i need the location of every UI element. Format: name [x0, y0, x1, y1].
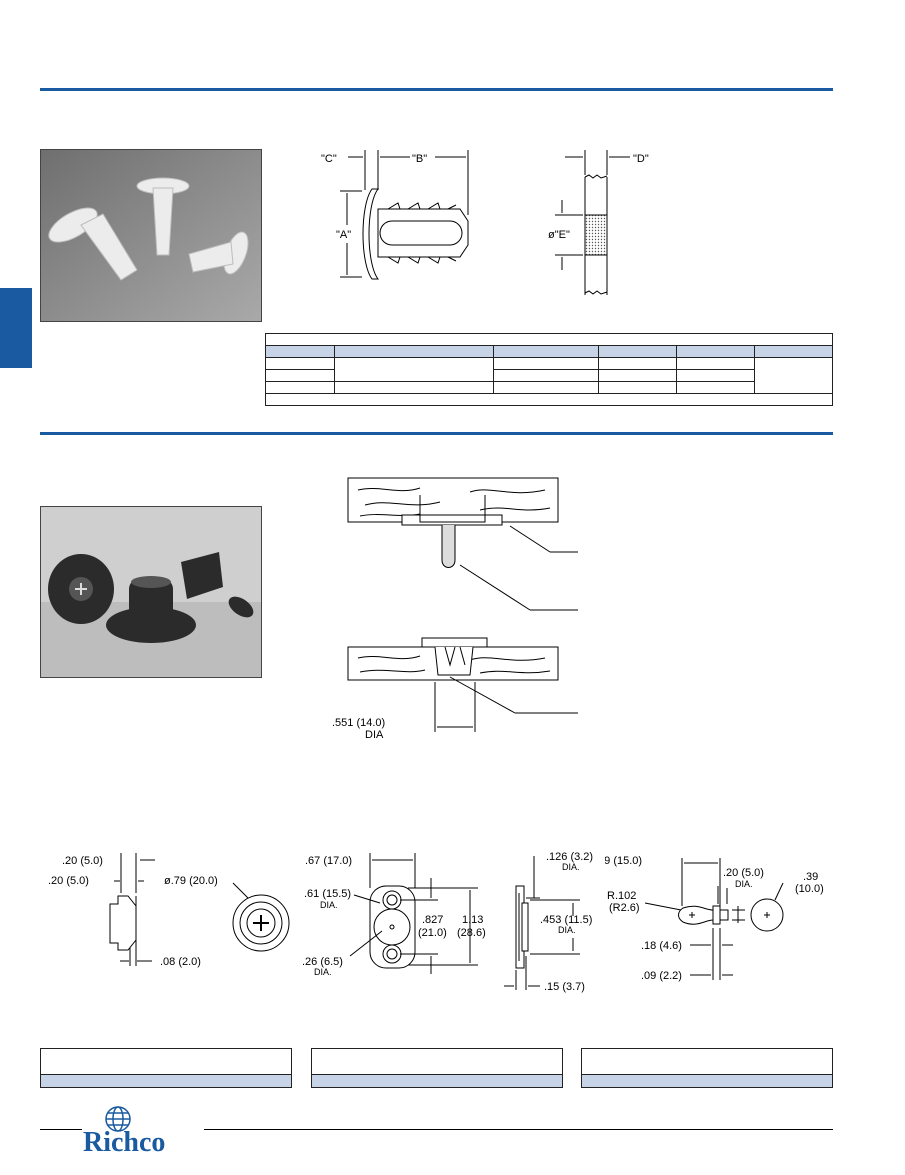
part4-dim-head: .39 — [803, 871, 818, 883]
spec-cell — [754, 357, 833, 394]
part2-dim-spacing-mm: (21.0) — [418, 927, 447, 939]
part4-dim-length: .59 (15.0) — [605, 855, 642, 867]
part3-dim-top: .126 (3.2) — [546, 851, 593, 863]
spec-cell — [493, 369, 599, 382]
label-c: "C" — [321, 153, 337, 165]
part1-dim-top: .20 (5.0) — [62, 855, 103, 867]
part2-dim-height: 1.13 — [462, 914, 483, 926]
part-drawing-4: .59 (15.0) .20 (5.0) DIA. R.102 (R2.6) .… — [605, 855, 824, 982]
globe-icon: Richco — [83, 1106, 165, 1158]
part4-dim-radius-mm: (R2.6) — [609, 902, 640, 914]
part4-dim-head-mm: (10.0) — [795, 883, 824, 895]
spec-cell — [493, 381, 599, 394]
spec-cell — [265, 369, 335, 382]
panel-joint-diagram: .551 (14.0) DIA — [332, 477, 578, 741]
spec-cell — [676, 369, 755, 382]
product-photo-fasteners — [40, 506, 262, 678]
part-number-box-3 — [581, 1048, 833, 1088]
spec-cell — [598, 357, 677, 370]
part4-dim-collar: .09 (2.2) — [641, 970, 682, 982]
label-d: "D" — [633, 153, 649, 165]
part-number-box-1 — [40, 1048, 292, 1088]
spec-table-footer-row — [265, 393, 833, 406]
spec-header-cell — [754, 345, 833, 358]
part4-dim-top-unit: DIA. — [735, 879, 753, 889]
spec-header-cell — [598, 345, 677, 358]
part-drawing-1: .20 (5.0) .20 (5.0) .08 (2.0) ø.79 (20.0… — [48, 853, 290, 968]
logo-wordmark: Richco — [83, 1127, 165, 1158]
part-drawing-3: .126 (3.2) DIA. .453 (11.5) DIA. .15 (3.… — [504, 851, 593, 993]
hole-dimension-unit: DIA — [365, 729, 384, 741]
richco-logo: Richco — [78, 1103, 208, 1159]
part3-dim-top-unit: DIA. — [562, 862, 580, 872]
spec-cell — [493, 357, 599, 370]
part-number-box-band — [582, 1074, 832, 1087]
spec-cell — [676, 357, 755, 370]
part2-dim-hole-lower: .26 (6.5) — [302, 956, 343, 968]
part4-dim-top: .20 (5.0) — [723, 867, 764, 879]
part-number-box-band — [41, 1074, 291, 1087]
part4-dim-shaft: .18 (4.6) — [641, 940, 682, 952]
part1-dim-dia: ø.79 (20.0) — [164, 875, 218, 887]
part2-dim-hole-lower-unit: DIA. — [314, 967, 332, 977]
footer-rule-left — [40, 1129, 82, 1130]
panel-thickness-diagram: ø"E" "D" — [548, 150, 649, 295]
part2-dim-hole-upper-unit: DIA. — [320, 900, 338, 910]
label-b: "B" — [412, 153, 427, 165]
footer-rule-right — [204, 1129, 833, 1130]
spec-cell — [334, 381, 494, 394]
section-tab — [0, 288, 32, 368]
label-e: ø"E" — [548, 229, 570, 241]
product-photo-rivets — [40, 149, 262, 322]
spec-table — [265, 333, 833, 406]
spec-cell — [334, 357, 494, 382]
part1-dim-top2: .20 (5.0) — [48, 875, 89, 887]
part2-dim-hole-upper: .61 (15.5) — [304, 888, 351, 900]
spec-cell — [265, 357, 335, 370]
part-number-box-band — [312, 1074, 562, 1087]
part3-dim-bottom: .15 (3.7) — [544, 981, 585, 993]
part1-dim-bottom: .08 (2.0) — [160, 956, 201, 968]
spec-cell — [598, 369, 677, 382]
label-a: "A" — [336, 229, 351, 241]
part3-dim-mid: .453 (11.5) — [540, 914, 592, 926]
spec-cell — [265, 381, 335, 394]
spec-header-cell — [334, 345, 494, 358]
part4-dim-radius: R.102 — [607, 890, 636, 902]
part-drawing-2: .67 (17.0) .61 (15.5) DIA. .26 (6.5) DIA… — [302, 853, 486, 977]
section-rule-top — [40, 88, 833, 91]
part-number-box-2 — [311, 1048, 563, 1088]
fastener-dimension-diagram: "C" "B" "A" — [321, 150, 469, 280]
section-rule-middle — [40, 432, 833, 435]
spec-cell — [676, 381, 755, 394]
part2-dim-height-mm: (28.6) — [457, 927, 486, 939]
part2-dim-width: .67 (17.0) — [305, 855, 352, 867]
spec-header-cell — [265, 345, 335, 358]
part3-dim-mid-unit: DIA. — [558, 925, 576, 935]
spec-header-cell — [493, 345, 599, 358]
part2-dim-spacing: .827 — [422, 914, 443, 926]
spec-table-title-row — [265, 333, 833, 346]
hole-dimension: .551 (14.0) — [332, 717, 385, 729]
spec-cell — [598, 381, 677, 394]
spec-header-cell — [676, 345, 755, 358]
